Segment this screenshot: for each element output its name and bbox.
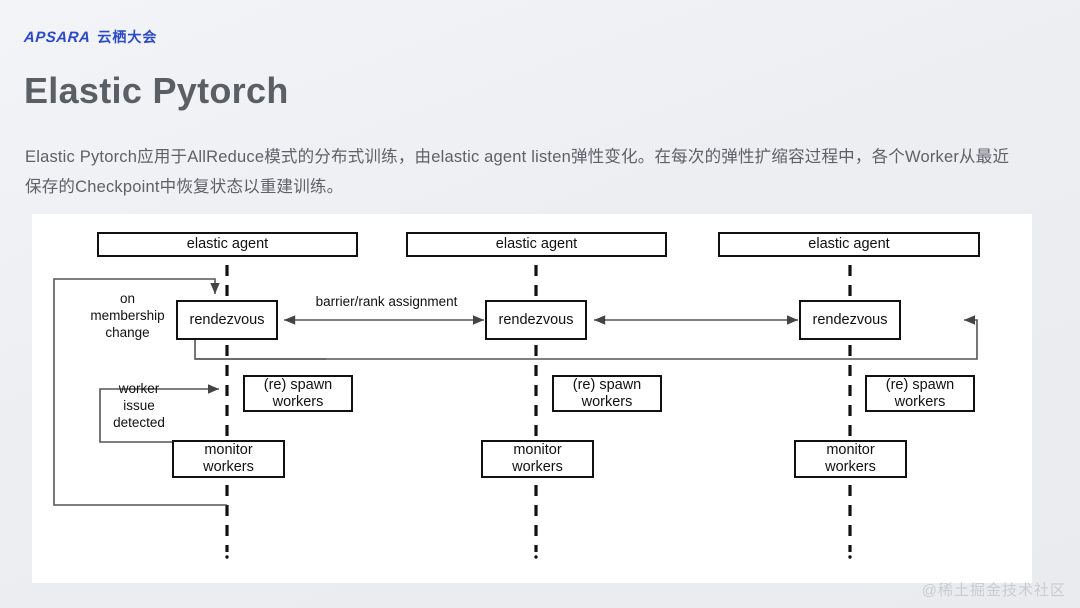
respawn-line-1: (re) spawn <box>572 376 642 393</box>
worker-issue-detected-label: worker issue detected <box>98 380 180 431</box>
membership-line-1: on <box>119 291 136 306</box>
brand-logo: APSARA 云栖大会 <box>23 27 158 47</box>
monitor-line-2: workers <box>203 459 254 475</box>
page-title: Elastic Pytorch <box>24 70 289 111</box>
respawn-workers-box-3[interactable]: (re) spawn workers <box>865 375 975 412</box>
membership-line-3: change <box>105 325 150 340</box>
monitor-line-1: monitor <box>513 442 562 458</box>
worker-issue-line-1: worker <box>118 381 160 396</box>
monitor-line-1: monitor <box>204 442 253 458</box>
respawn-line-2: workers <box>894 393 946 410</box>
barrier-rank-assignment-label: barrier/rank assignment <box>315 294 458 309</box>
monitor-line-2: workers <box>512 459 563 475</box>
respawn-line-1: (re) spawn <box>885 376 955 393</box>
diagram-panel: elastic agent rendezvous (re) spawn work… <box>32 214 1032 583</box>
apsara-wordmark: APSARA <box>23 28 91 46</box>
watermark: @稀土掘金技术社区 <box>921 582 1066 599</box>
monitor-line-2: workers <box>825 459 876 475</box>
respawn-line-2: workers <box>581 393 633 410</box>
on-membership-change-label: on membership change <box>70 290 185 341</box>
apsara-chinese-name: 云栖大会 <box>97 29 158 45</box>
rendezvous-box-3[interactable]: rendezvous <box>799 300 901 340</box>
membership-line-2: membership <box>90 308 165 323</box>
elastic-agent-box-3[interactable]: elastic agent <box>718 232 980 257</box>
monitor-workers-box-2[interactable]: monitor workers <box>481 440 594 478</box>
rendezvous-box-1[interactable]: rendezvous <box>176 300 278 340</box>
rendezvous-box-2[interactable]: rendezvous <box>485 300 587 340</box>
respawn-line-2: workers <box>272 393 324 410</box>
worker-issue-line-2: issue <box>123 398 155 413</box>
elastic-agent-box-2[interactable]: elastic agent <box>406 232 667 257</box>
monitor-workers-box-3[interactable]: monitor workers <box>794 440 907 478</box>
page-description: Elastic Pytorch应用于AllReduce模式的分布式训练，由ela… <box>25 148 1010 196</box>
respawn-workers-box-2[interactable]: (re) spawn workers <box>552 375 662 412</box>
respawn-line-1: (re) spawn <box>263 376 333 393</box>
respawn-workers-box-1[interactable]: (re) spawn workers <box>243 375 353 412</box>
monitor-workers-box-1[interactable]: monitor workers <box>172 440 285 478</box>
elastic-agent-box-1[interactable]: elastic agent <box>97 232 358 257</box>
monitor-line-1: monitor <box>826 442 875 458</box>
worker-issue-line-3: detected <box>113 415 165 430</box>
